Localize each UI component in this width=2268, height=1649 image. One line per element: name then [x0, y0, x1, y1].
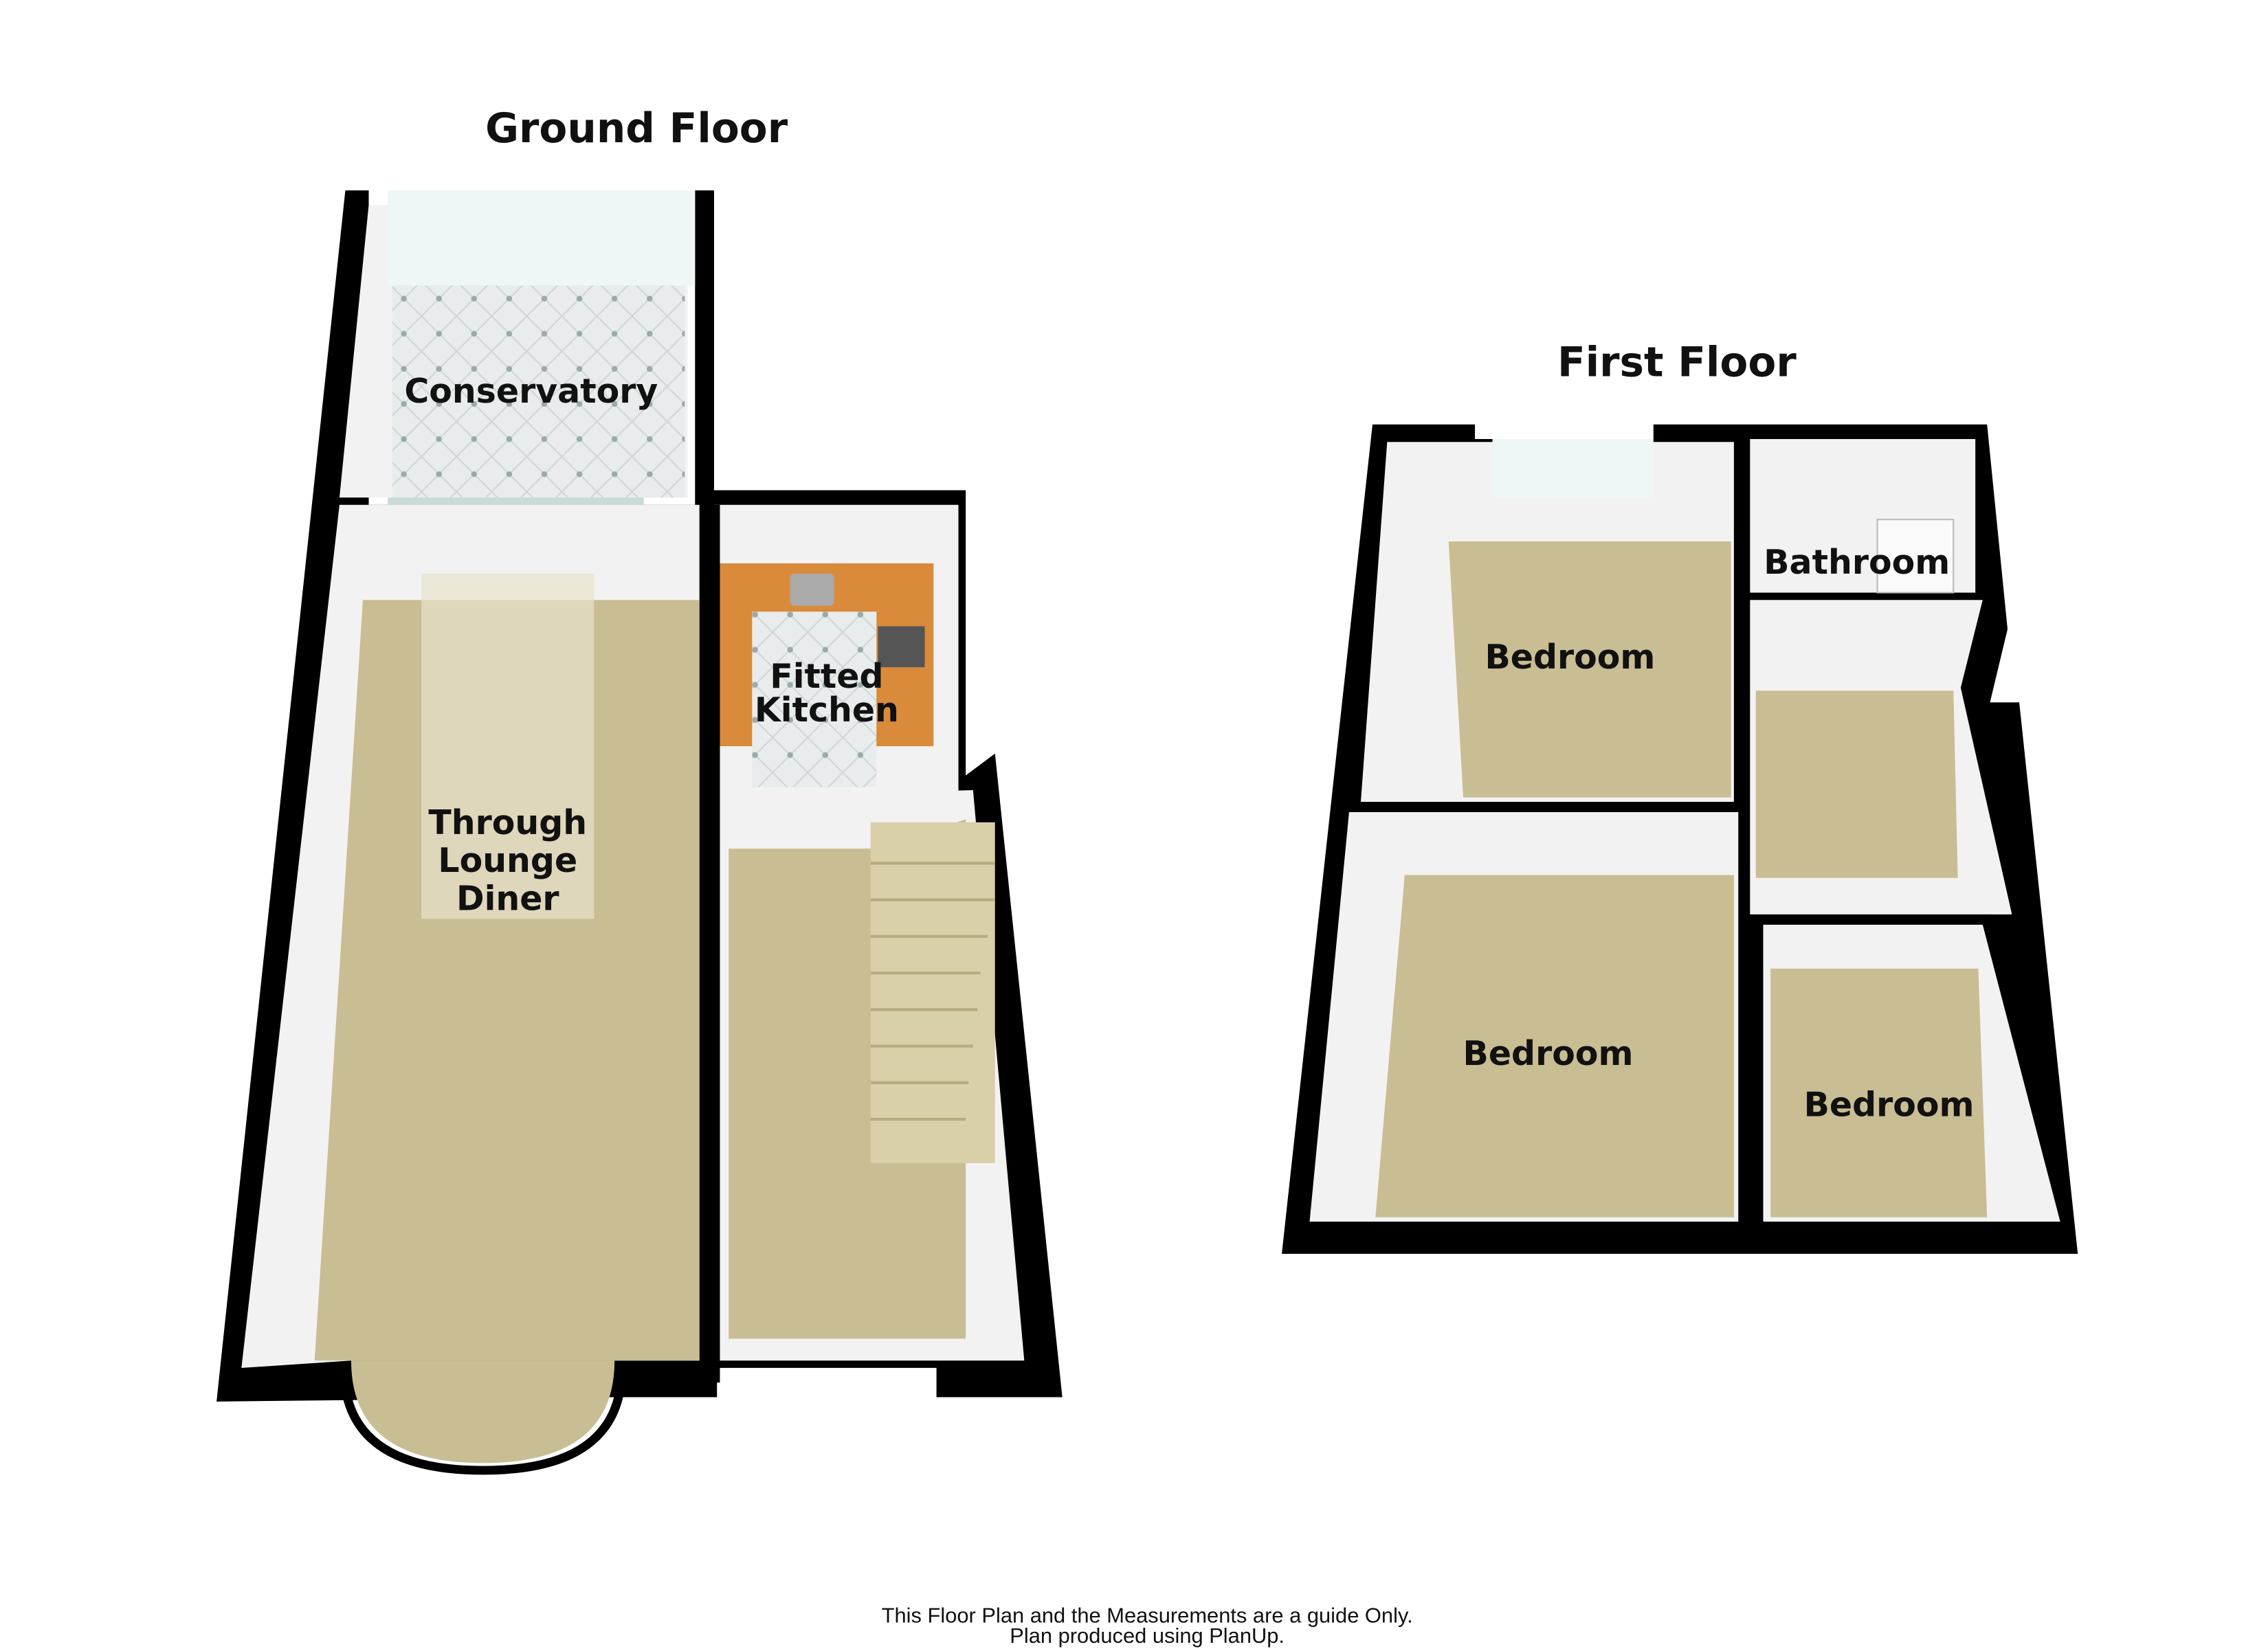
ground-floor-plan	[216, 190, 1063, 1475]
room-label-lounge-1: Through	[428, 803, 587, 842]
room-label-bedroom-right: Bedroom	[1804, 1086, 1975, 1125]
kitchen-floor	[752, 612, 877, 787]
first-floor-title: First Floor	[1557, 339, 1797, 386]
room-label-kitchen-1: Fitted	[770, 657, 883, 696]
credit-text: Plan produced using PlanUp.	[1010, 1624, 1285, 1648]
bedroom-right-floor	[1770, 968, 1988, 1218]
hob-icon	[878, 626, 925, 668]
room-label-lounge-3: Diner	[456, 879, 559, 919]
conservatory-floor	[392, 285, 685, 498]
bedroom-left-floor	[1375, 875, 1734, 1218]
bedroom-top-floor	[1448, 541, 1731, 798]
first-floor-plan	[1282, 424, 2078, 1254]
landing-floor	[1755, 691, 1958, 878]
room-label-lounge-2: Lounge	[438, 841, 577, 880]
room-label-bedroom-top: Bedroom	[1485, 638, 1655, 677]
bath-icon	[1876, 519, 1955, 594]
room-label-bedroom-left: Bedroom	[1463, 1034, 1634, 1073]
disclaimer-text: This Floor Plan and the Measurements are…	[882, 1603, 1413, 1627]
room-label-conservatory: Conservatory	[404, 372, 658, 411]
ground-floor-title: Ground Floor	[485, 105, 788, 153]
lounge-floor	[314, 600, 700, 1361]
room-label-bathroom: Bathroom	[1764, 543, 1950, 582]
sink-icon	[790, 573, 834, 606]
room-label-kitchen-2: Kitchen	[755, 691, 899, 730]
staircase	[870, 822, 995, 1163]
